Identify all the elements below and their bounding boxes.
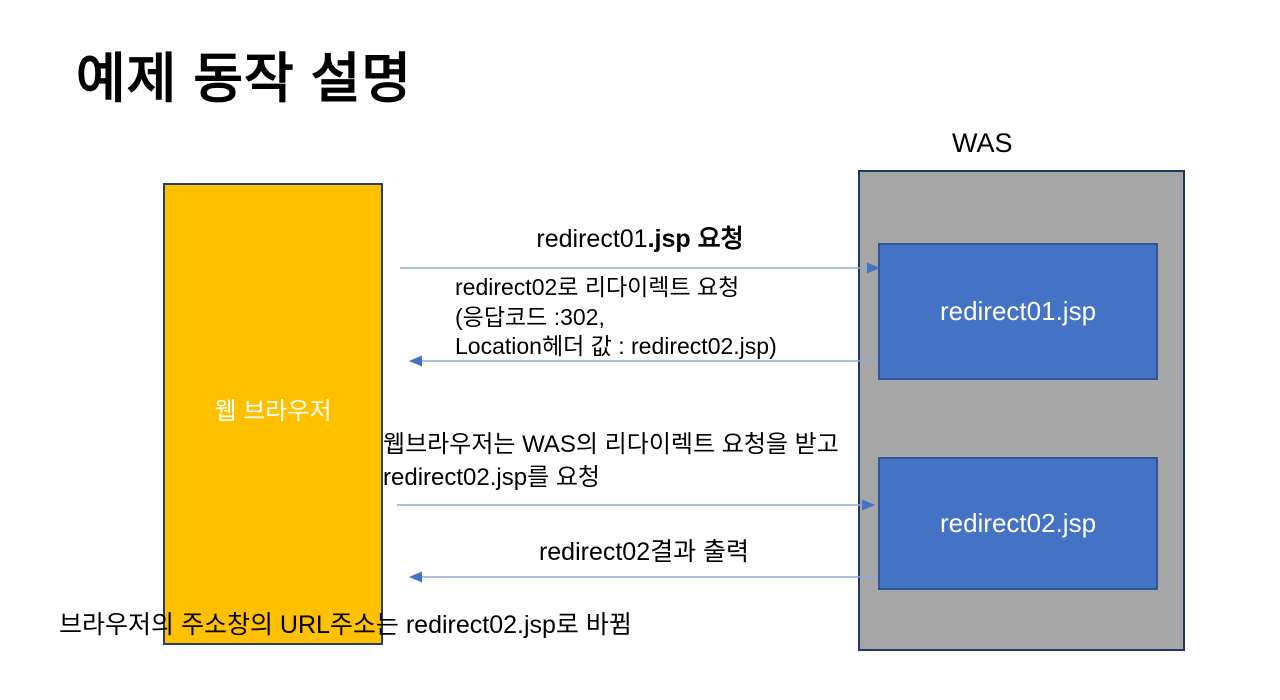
flow-label-2-line3: Location헤더 값 : redirect02.jsp) [455, 333, 777, 359]
flow-label-3-line2: redirect02.jsp를 요청 [383, 464, 600, 491]
arrow-result-output [409, 571, 878, 583]
was-title: WAS [952, 128, 1013, 158]
flow-label-2-line2: (응답코드 :302, [455, 303, 605, 330]
arrow-request-redirect02 [397, 499, 875, 511]
redirect01-jsp-label: redirect01.jsp [939, 296, 1097, 326]
flow-label-2-line1: redirect02로 리다이렉트 요청 [455, 274, 740, 300]
flow-label-result-output: redirect02결과 출력 [538, 538, 750, 566]
flow-label-request-redirect01: redirect01.jsp 요청 [400, 219, 880, 255]
flow-label-1-suffix: .jsp 요청 [647, 225, 744, 253]
flow-label-3-line1: 웹브라우저는 WAS의 리다이렉트 요청을 받고 [383, 431, 839, 458]
redirect02-jsp-label: redirect02.jsp [939, 508, 1097, 538]
redirect02-jsp-box: redirect02.jsp [878, 457, 1158, 590]
flow-label-1-prefix: redirect01 [536, 225, 648, 253]
flow-label-request-redirect02: 웹브라우저는 WAS의 리다이렉트 요청을 받고 redirect02.jsp를… [383, 428, 839, 494]
web-browser-label: 웹 브라우저 [214, 397, 332, 425]
footnote-url-change: 브라우저의 주소창의 URL주소는 redirect02.jsp로 바뀜 [59, 611, 632, 639]
redirect01-jsp-box: redirect01.jsp [878, 243, 1158, 380]
web-browser-box: 웹 브라우저 [163, 183, 383, 645]
page-title: 예제 동작 설명 [76, 49, 413, 109]
arrow-request-redirect01 [400, 262, 880, 274]
flow-label-redirect-response: redirect02로 리다이렉트 요청 (응답코드 :302, Locatio… [455, 273, 777, 362]
